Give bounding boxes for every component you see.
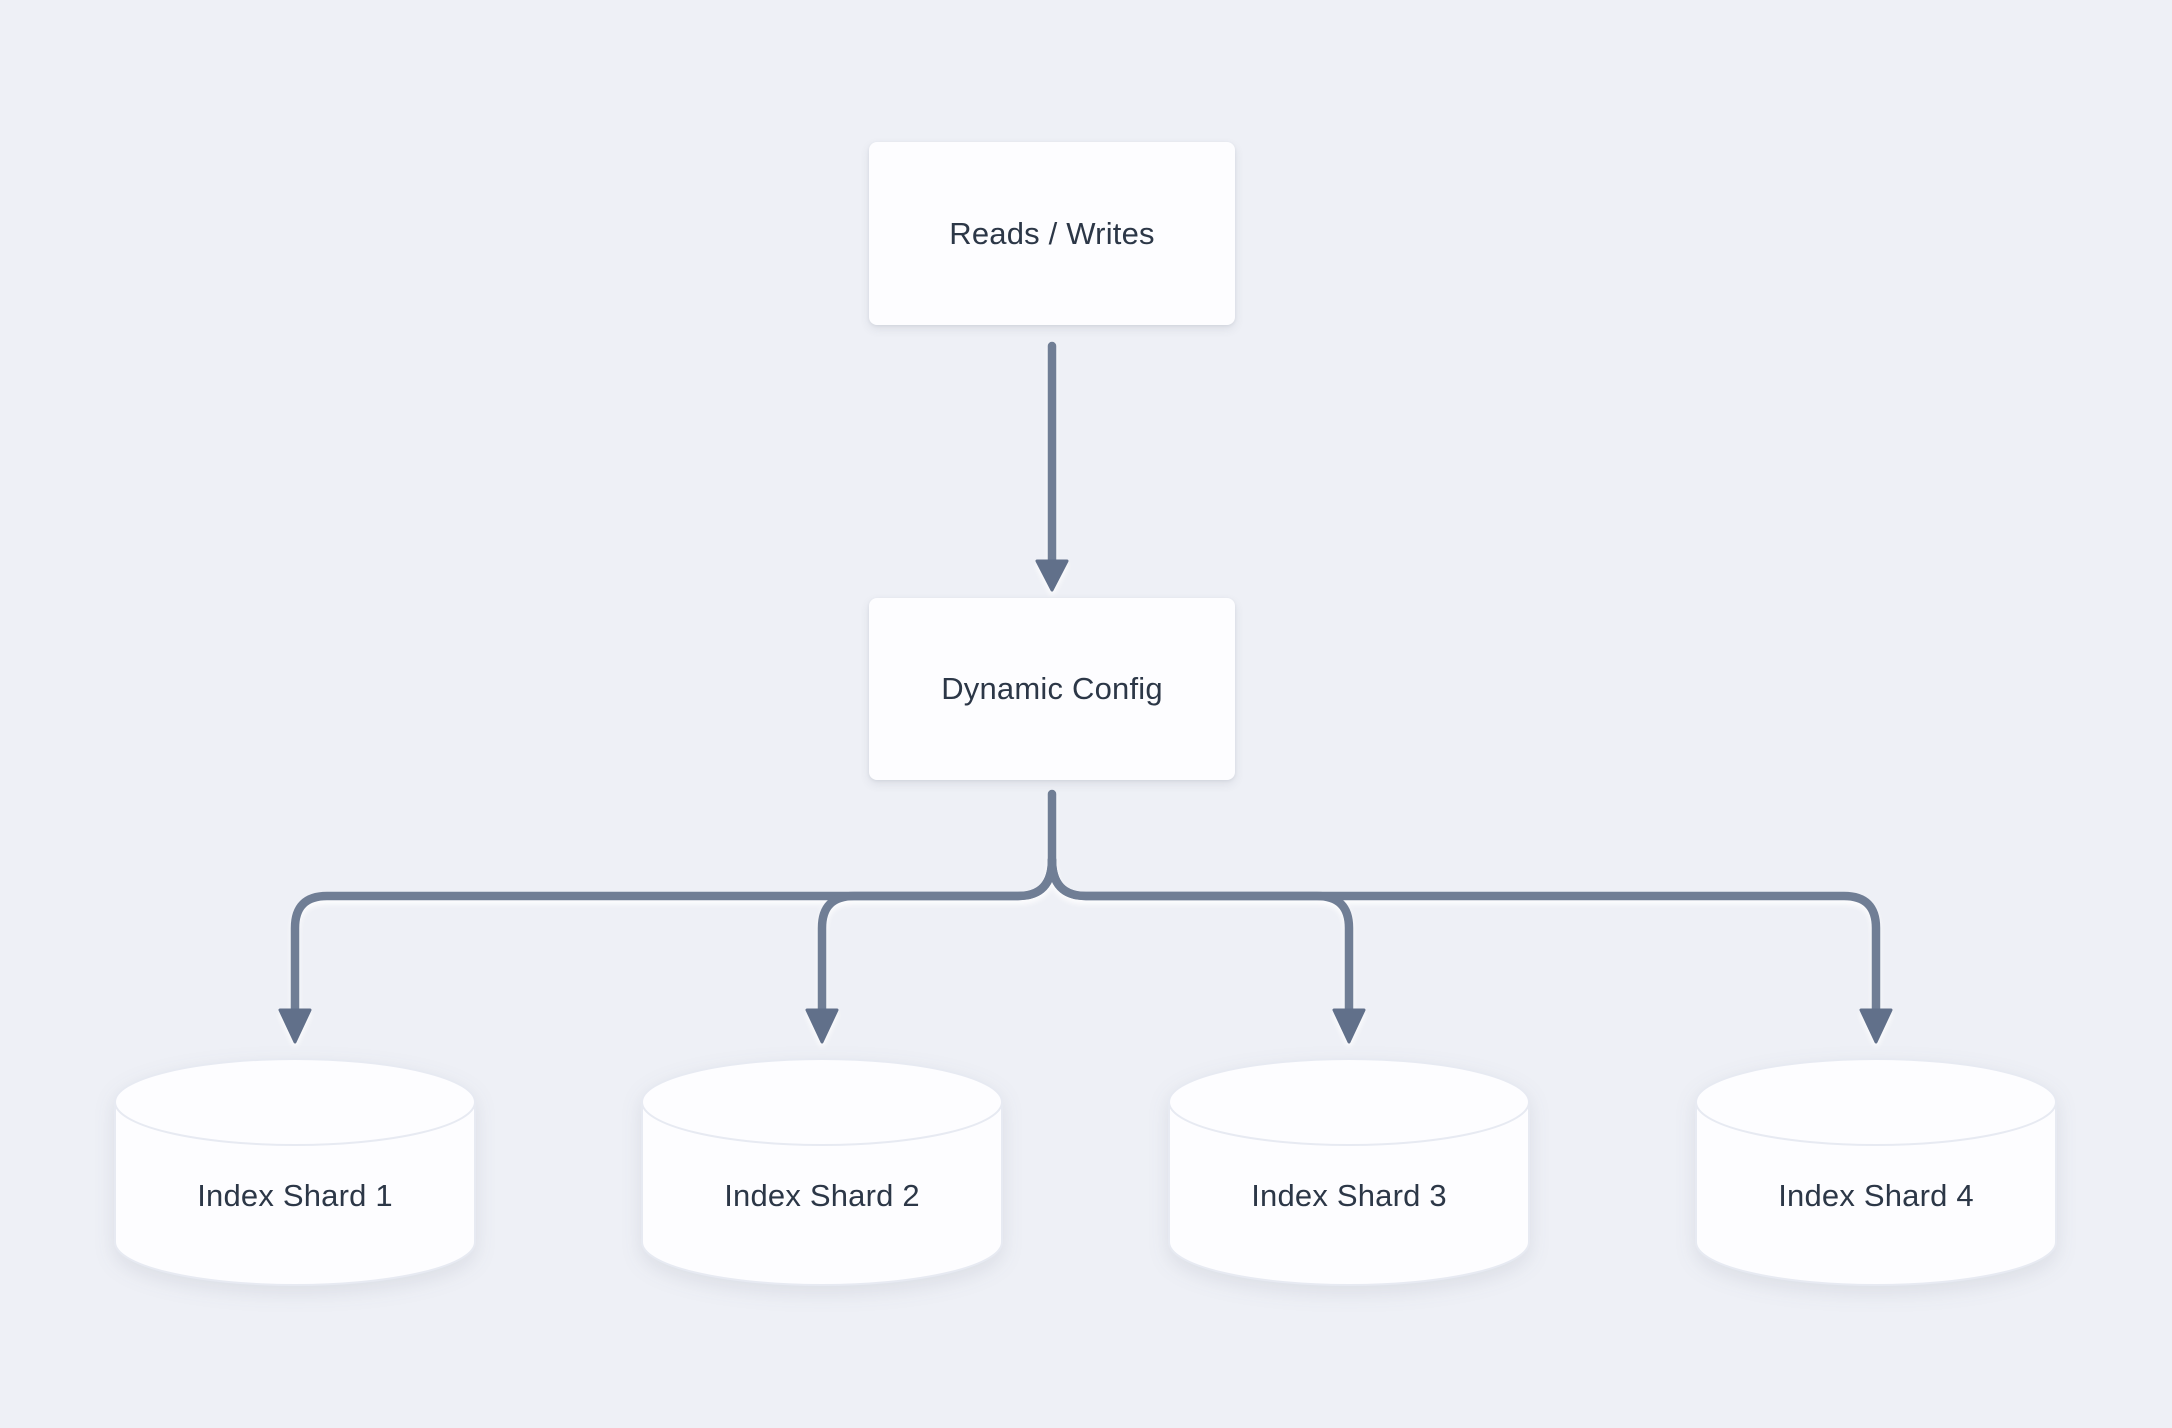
node-reads-writes[interactable]: Reads / Writes: [869, 142, 1235, 325]
edge-config-to-shard-2: [817, 855, 1057, 1015]
node-index-shard-3-label: Index Shard 3: [1251, 1178, 1447, 1213]
database-cylinder-icon: [114, 1058, 476, 1286]
node-index-shard-2[interactable]: Index Shard 2: [639, 1056, 1005, 1292]
edge-source-to-config-arrowhead-icon: [1035, 559, 1069, 592]
edge-config-to-shard-3-arrowhead-icon: [1332, 1008, 1366, 1044]
database-cylinder-icon: [641, 1058, 1003, 1286]
edge-config-to-shard-3: [1047, 855, 1354, 1015]
edge-config-to-shard-1-arrowhead-icon: [278, 1008, 312, 1044]
node-index-shard-4[interactable]: Index Shard 4: [1693, 1056, 2059, 1292]
database-cylinder-icon: [1168, 1058, 1530, 1286]
node-index-shard-1[interactable]: Index Shard 1: [112, 1056, 478, 1292]
database-cylinder-icon: [1695, 1058, 2057, 1286]
edge-config-to-shard-2-arrowhead-icon: [805, 1008, 839, 1044]
edge-config-to-shard-4: [1047, 855, 1881, 1015]
node-dynamic-config-label: Dynamic Config: [941, 671, 1163, 706]
edge-config-to-shard-4-arrowhead-icon: [1859, 1008, 1893, 1044]
node-reads-writes-label: Reads / Writes: [949, 215, 1155, 251]
node-index-shard-4-label: Index Shard 4: [1778, 1178, 1974, 1213]
node-dynamic-config[interactable]: Dynamic Config: [869, 598, 1235, 780]
node-index-shard-2-label: Index Shard 2: [724, 1178, 920, 1213]
node-index-shard-3[interactable]: Index Shard 3: [1166, 1056, 1532, 1292]
edge-config-to-shard-1: [290, 855, 1057, 1015]
node-index-shard-1-label: Index Shard 1: [197, 1178, 393, 1213]
